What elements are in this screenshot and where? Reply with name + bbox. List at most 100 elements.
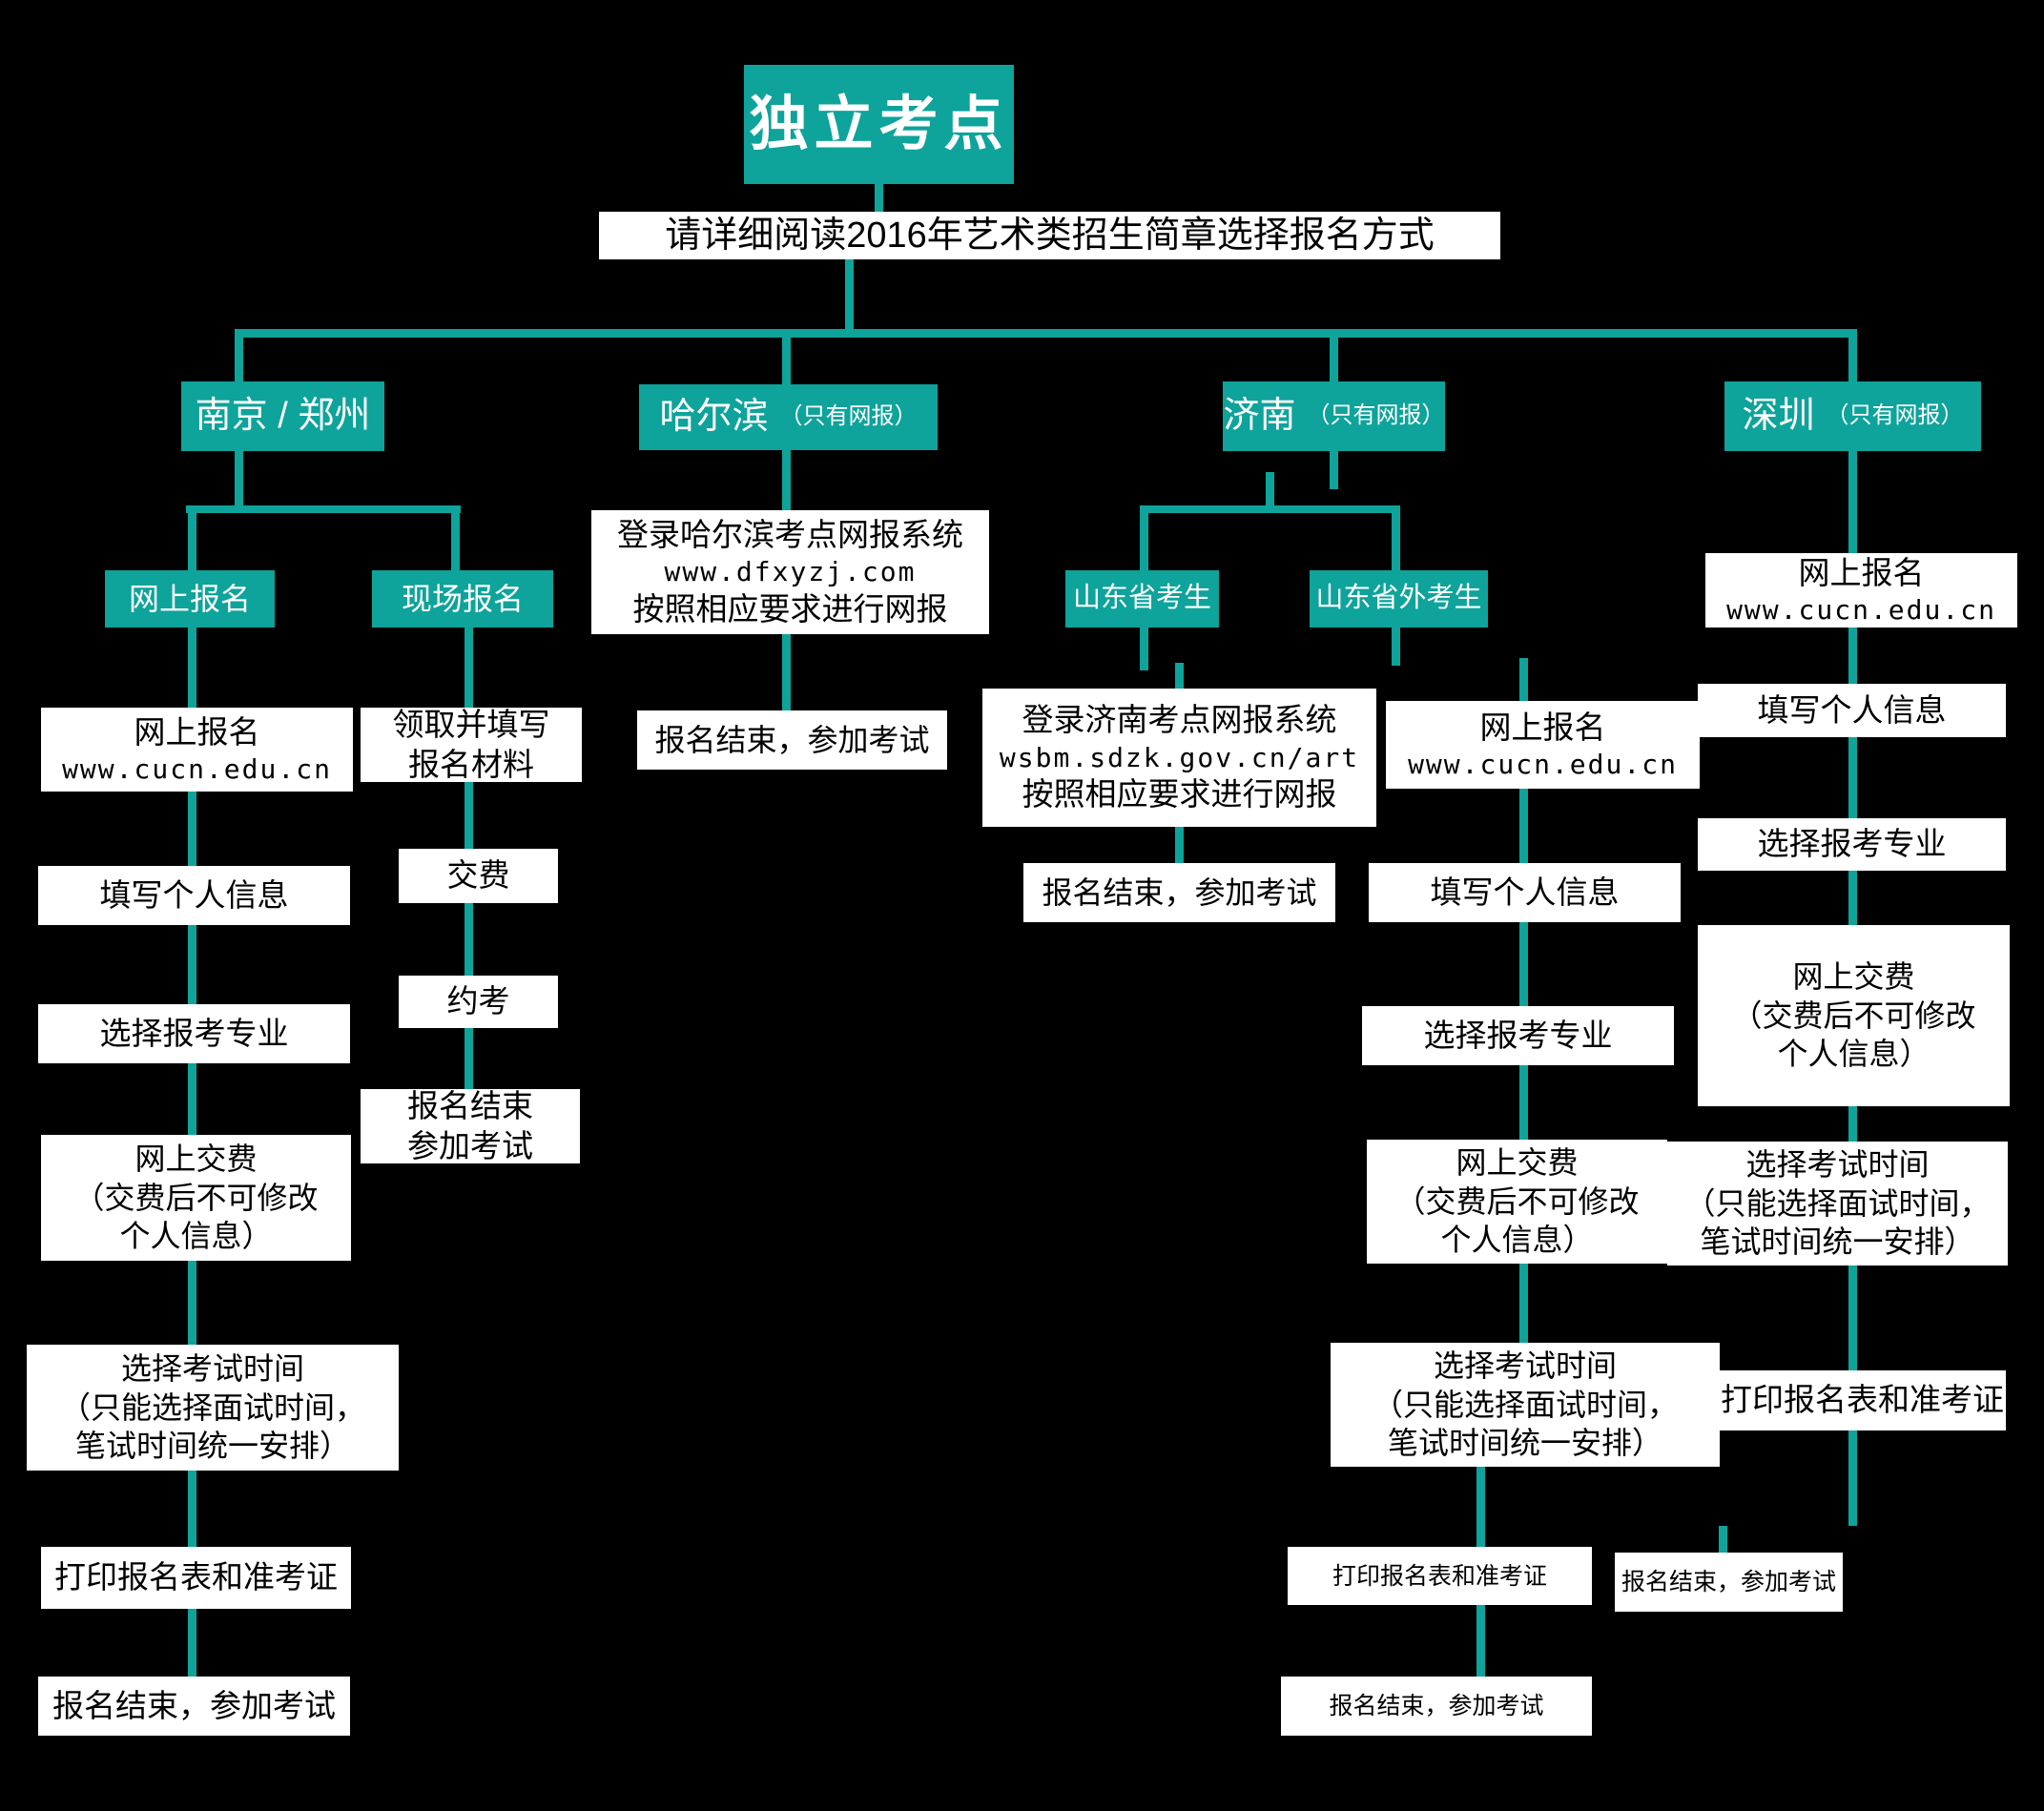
step-nanjing-online-fill-info: 填写个人信息: [38, 866, 350, 925]
step-text: 报名结束，参加考试: [1621, 1569, 1836, 1595]
step-text: 领取并填写: [392, 706, 550, 742]
connector: [188, 792, 196, 866]
branch-note: （只有网报）: [779, 403, 918, 430]
step-text: 选择报考专业: [1757, 826, 1947, 862]
step-nanjing-online-choose-major: 选择报考专业: [38, 1004, 350, 1063]
step-nanjing-onsite-pay: 交费: [399, 849, 558, 903]
step-text: 网上交费: [134, 1141, 258, 1176]
connector: [1392, 628, 1400, 666]
step-shenzhen-pay: 网上交费 （交费后不可修改 个人信息）: [1698, 925, 2010, 1106]
step-text: （交费后不可修改: [1394, 1183, 1640, 1219]
connector: [1848, 1430, 1857, 1526]
step-shenzhen-choose-time: 选择考试时间 （只能选择面试时间， 笔试时间统一安排）: [1667, 1142, 2008, 1266]
connector: [1175, 663, 1184, 689]
step-harbin-finish: 报名结束，参加考试: [637, 710, 947, 770]
step-text: 填写个人信息: [99, 876, 289, 913]
nanjing-online-header: 网上报名: [105, 570, 275, 628]
step-text: （交费后不可修改: [1731, 998, 1976, 1033]
connector: [1140, 513, 1148, 570]
connector: [188, 1471, 196, 1547]
connector: [235, 451, 243, 505]
step-text: 笔试时间统一安排）: [1387, 1426, 1662, 1461]
connector: [188, 1261, 196, 1345]
step-text: 网上报名: [134, 713, 260, 750]
step-text: 笔试时间统一安排）: [74, 1429, 350, 1464]
branch-label: 哈尔滨: [659, 397, 769, 438]
step-url: wsbm.sdzk.gov.cn/art: [999, 741, 1360, 773]
branch-label: 深圳: [1742, 396, 1815, 437]
connector: [1330, 451, 1338, 489]
step-text: 打印报名表和准考证: [1332, 1562, 1547, 1590]
step-jinan-outside-pay: 网上交费 （交费后不可修改 个人信息）: [1367, 1140, 1667, 1264]
step-text: 网上报名: [1479, 709, 1606, 745]
connector: [1719, 1526, 1727, 1553]
connector: [1848, 1106, 1857, 1142]
branch-harbin-header: 哈尔滨 （只有网报）: [639, 384, 938, 450]
step-text: 登录哈尔滨考点网报系统: [617, 516, 963, 552]
step-jinan-outside-choose-major: 选择报考专业: [1362, 1006, 1674, 1065]
step-text: （只能选择面试时间，: [1372, 1387, 1678, 1422]
connector: [188, 513, 196, 570]
step-url: www.cucn.edu.cn: [1726, 594, 1996, 627]
step-text: 按照相应要求进行网报: [632, 590, 948, 627]
step-text: 笔试时间统一安排）: [1700, 1224, 1975, 1260]
step-shenzhen-register: 网上报名 www.cucn.edu.cn: [1705, 553, 2017, 628]
step-text: 选择报考专业: [99, 1015, 289, 1051]
step-url: www.cucn.edu.cn: [62, 753, 332, 786]
step-text: 报名结束，参加考试: [1042, 875, 1317, 910]
branch-label: 济南: [1223, 396, 1296, 437]
jinan-outside-header: 山东省外考生: [1310, 570, 1488, 628]
step-text: 个人信息）: [1777, 1037, 1930, 1072]
subbranch-label: 山东省考生: [1072, 583, 1211, 614]
step-text: 打印报名表和准考证: [54, 1559, 338, 1595]
nanjing-onsite-header: 现场报名: [372, 570, 553, 628]
root-node: 独立考点: [744, 65, 1014, 184]
connector: [451, 513, 460, 570]
connector: [875, 184, 883, 212]
subbranch-label: 山东省外考生: [1315, 583, 1482, 614]
jinan-shandong-header: 山东省考生: [1065, 570, 1219, 628]
step-text: 个人信息）: [119, 1219, 273, 1254]
connector: [1476, 1605, 1485, 1677]
connector: [1848, 737, 1857, 818]
step-nanjing-online-print: 打印报名表和准考证: [41, 1547, 351, 1609]
step-text: （只能选择面试时间，: [59, 1389, 365, 1425]
connector: [188, 925, 196, 1004]
step-text: 选择报考专业: [1423, 1017, 1613, 1053]
step-text: （只能选择面试时间，: [1684, 1185, 1991, 1221]
connector: [1519, 1264, 1528, 1343]
instruction-text: 请详细阅读2016年艺术类招生简章选择报名方式: [665, 215, 1435, 256]
connector: [465, 1028, 473, 1089]
subbranch-label: 现场报名: [401, 581, 524, 616]
connector-jinan-bar: [1140, 505, 1400, 513]
connector: [1476, 1467, 1485, 1547]
step-text: 报名结束，参加考试: [52, 1687, 336, 1723]
connector: [782, 450, 791, 510]
connector: [1175, 827, 1184, 863]
connector: [465, 782, 473, 849]
connector: [1519, 922, 1528, 1006]
step-text: 登录济南考点网报系统: [1022, 702, 1337, 738]
step-shenzhen-print: 打印报名表和准考证: [1719, 1370, 2006, 1430]
step-shenzhen-fill-info: 填写个人信息: [1698, 684, 2006, 737]
connector: [1392, 513, 1400, 570]
connector-nanjing-bar: [186, 505, 461, 513]
step-url: www.cucn.edu.cn: [1408, 749, 1678, 781]
step-text: 参加考试: [407, 1128, 533, 1163]
branch-label: 南京 / 郑州: [195, 396, 371, 437]
step-jinan-outside-finish: 报名结束，参加考试: [1281, 1677, 1592, 1736]
branch-note: （只有网报）: [1826, 402, 1964, 429]
step-shenzhen-choose-major: 选择报考专业: [1698, 818, 2006, 871]
step-text: 报名结束: [407, 1087, 533, 1123]
step-text: 交费: [446, 857, 510, 894]
step-jinan-outside-choose-time: 选择考试时间 （只能选择面试时间， 笔试时间统一安排）: [1331, 1343, 1720, 1467]
step-text: 填写个人信息: [1430, 874, 1620, 910]
connector: [1266, 472, 1274, 505]
connector: [1519, 789, 1528, 863]
connector: [782, 338, 791, 384]
subbranch-label: 网上报名: [128, 581, 251, 616]
step-text: 网上报名: [1798, 554, 1925, 590]
step-text: 报名材料: [408, 747, 534, 782]
connector: [188, 1609, 196, 1677]
